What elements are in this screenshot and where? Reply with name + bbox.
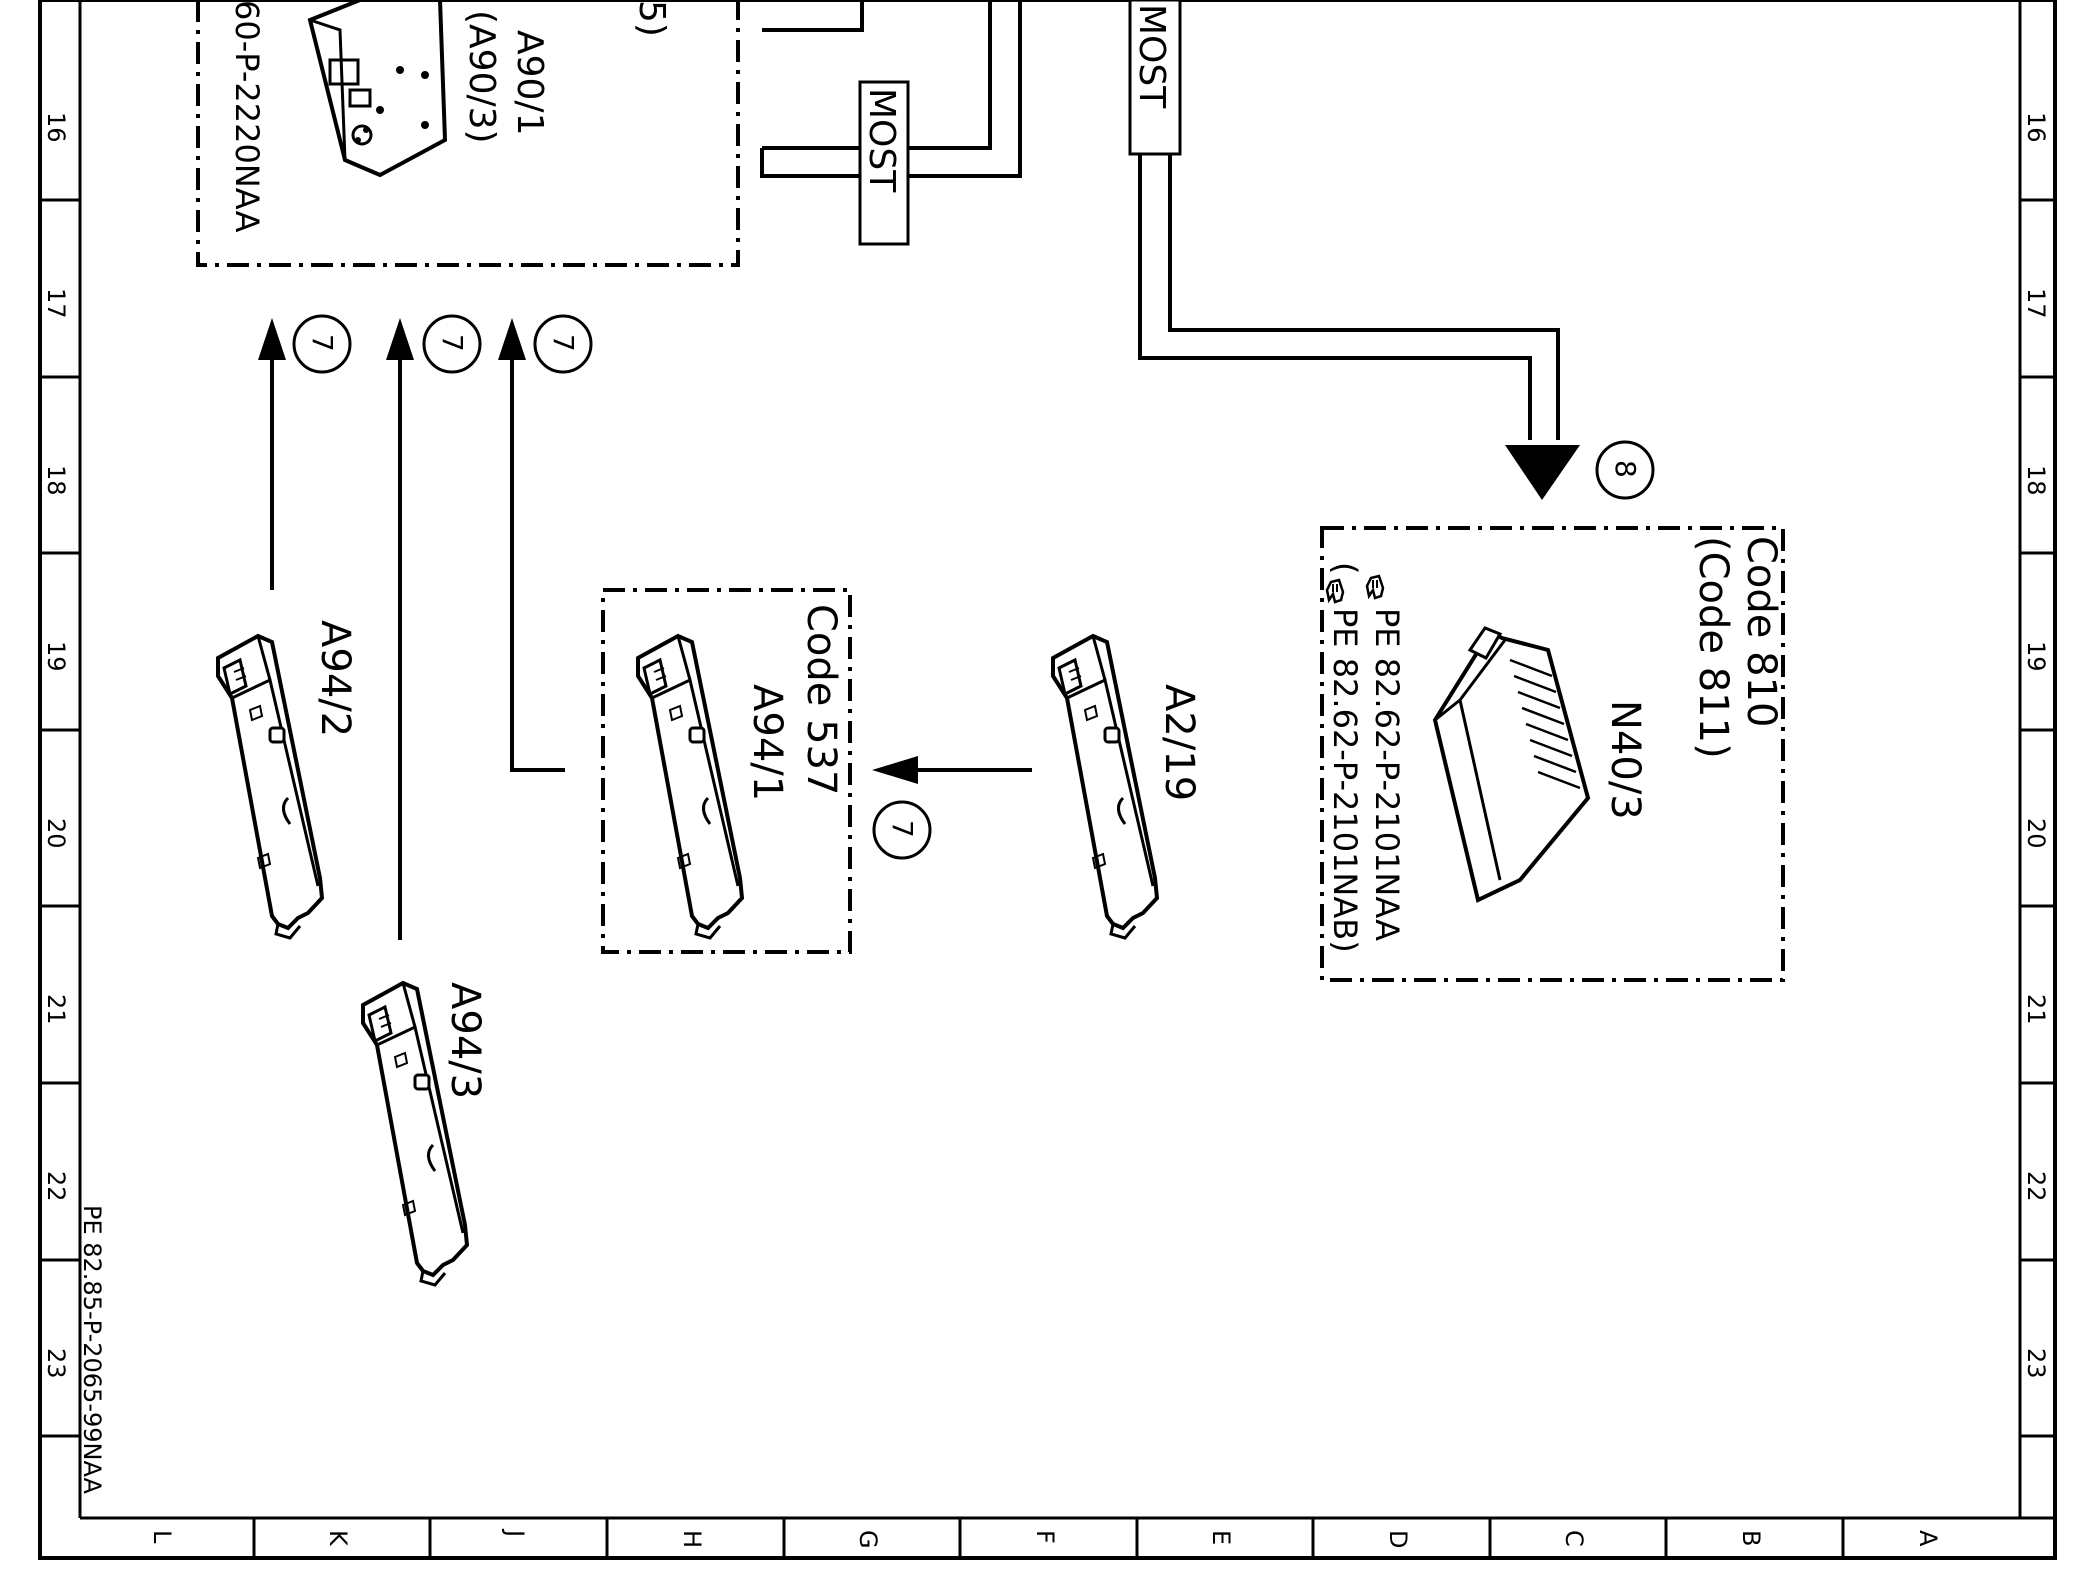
row-number: 17 [2022,288,2050,319]
n40-3-box [1320,526,1785,982]
column-letters: L K J H G F E D C B A [148,1528,1942,1549]
column-letter: G [854,1530,882,1549]
a90-label: A90/1 [509,30,550,135]
a94-1-module [636,634,744,940]
arrow-up-icon [386,318,414,360]
a90-device-illustration [307,0,448,178]
hand-pointer-icon [1325,578,1345,604]
most-bus-line-n40: MOST 8 [1128,0,1655,500]
n40-3-device-illustration [1432,626,1591,903]
column-letter: C [1560,1530,1588,1547]
marker-eight: 8 [1609,460,1642,478]
marker-seven: 7 [886,820,919,838]
n40-3-reference-1: PE 82.62-P-2101NAA [1368,608,1406,941]
a94-1-label: A94/1 [744,684,790,801]
n40-3-label: N40/3 [1602,700,1648,820]
most-label: MOST [1131,4,1172,109]
n40-3-code: Code 810 [1738,536,1784,727]
row-number: 22 [2022,1171,2050,1202]
arrow-a94-1: 7 [498,314,593,772]
row-number: 19 [42,641,70,672]
arrow-up-icon [498,318,526,360]
a94-1-box [601,588,852,954]
row-number: 20 [2022,818,2050,849]
hand-pointer-icon [1365,574,1385,600]
column-letter: J [501,1528,529,1537]
row-number: 19 [2022,641,2050,672]
most-label: MOST [861,88,902,193]
row-number: 21 [2022,994,2050,1025]
marker-seven: 7 [306,334,339,352]
a90-alt-label: (A90/3) [461,10,502,144]
row-number: 22 [42,1171,70,1202]
most-bus-line-a90: MOST [760,0,1022,246]
row-number: 16 [42,112,70,143]
column-letter: D [1384,1530,1412,1548]
a90-reference: 60-P-2220NAA [228,0,266,233]
row-number: 21 [42,994,70,1025]
a2-19-label: A2/19 [1156,684,1202,801]
column-letter: A [1914,1530,1942,1547]
drawing-frame [38,0,2057,1560]
arrow-left-icon [872,756,918,784]
column-letter: F [1031,1530,1059,1544]
row-numbers-right: 16 17 18 19 20 21 22 23 [2022,112,2050,1379]
arrow-a94-2: 7 [258,314,352,590]
column-letter: K [324,1530,352,1547]
a2-19-module [1051,634,1159,940]
n40-3-reference-2: PE 82.62-P-2101NAB) [1326,608,1364,953]
column-letter: H [678,1530,706,1548]
column-letter: L [148,1530,176,1544]
row-number: 18 [2022,465,2050,496]
document-reference: PE 82.85-P-2065-99NAA [78,1205,106,1495]
n40-3-reference-2-open: ( [1326,562,1364,574]
a94-1-code: Code 537 [798,604,844,795]
a94-3-label: A94/3 [442,982,488,1099]
a94-2-label: A94/2 [312,620,358,737]
a90-unit-box [196,0,740,267]
marker-seven: 7 [436,334,469,352]
marker-seven: 7 [547,334,580,352]
row-number: 17 [42,288,70,319]
a94-2-module [216,634,324,940]
a90-partial-label: 5) [631,0,672,37]
arrow-up-icon [258,318,286,360]
arrow-a94-3: 7 [386,314,482,940]
n40-3-code-alt: (Code 811) [1690,536,1736,759]
row-number: 23 [2022,1348,2050,1379]
arrow-a2-19-to-a94-1: 7 [872,756,1032,860]
column-letter: B [1737,1530,1765,1546]
arrow-down-icon [1505,445,1580,500]
row-number: 18 [42,465,70,496]
row-number: 16 [2022,112,2050,143]
row-number: 20 [42,818,70,849]
row-number: 23 [42,1348,70,1379]
marker-circle [1595,440,1655,500]
row-numbers-left: 16 17 18 19 20 21 22 23 [42,112,70,1379]
column-letter: E [1207,1530,1235,1545]
